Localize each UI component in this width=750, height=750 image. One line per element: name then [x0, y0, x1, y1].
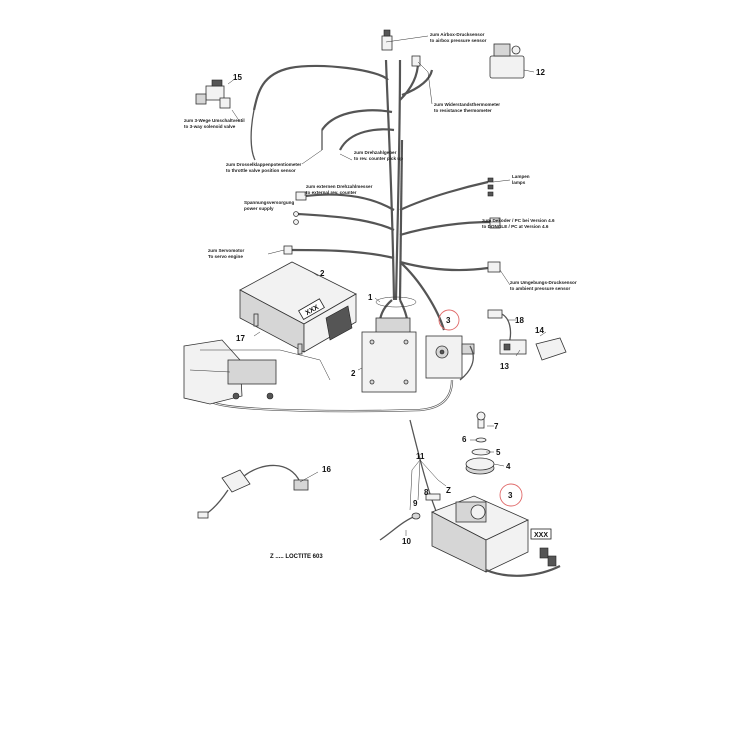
labels: zum Airbox-Drucksensor to airbox pressur… — [184, 32, 577, 291]
central-box-icon — [361, 317, 417, 393]
label-power-de: Spannungsversorgung — [244, 200, 294, 205]
loctite-note: Z ..... LOCTITE 603 — [270, 554, 323, 560]
svg-text:XXX: XXX — [534, 532, 548, 539]
part-number-7: 7 — [494, 422, 499, 431]
label-dongle-en: to DONGLE / PC at Version 4.6 — [482, 224, 549, 229]
servo-assembly-lower — [379, 411, 561, 577]
label-servo-en: To servo engine — [208, 254, 243, 259]
part-number-14: 14 — [535, 326, 544, 335]
xxx-marker-servo: XXX — [530, 528, 552, 540]
label-revpick-de: zum Drehzahlgeber — [354, 150, 397, 155]
solenoid-valve-icon — [195, 77, 237, 109]
part-number-8: 8 — [424, 488, 429, 497]
connectors — [283, 29, 501, 273]
part-number-17: 17 — [236, 334, 245, 343]
z-marker: Z — [446, 486, 451, 495]
part-number-2-box: 2 — [351, 369, 356, 378]
part-number-12: 12 — [536, 68, 545, 77]
part-number-3-upper: 3 — [446, 316, 451, 325]
part-number-10: 10 — [402, 537, 411, 546]
label-revpick-en: to rev. counter pick up — [354, 156, 403, 161]
ecu-unit-icon — [239, 261, 357, 355]
engine-fragment-icon — [183, 339, 331, 405]
servo-motor-icon — [425, 335, 475, 379]
label-airbox-en: to airbox pressure sensor — [430, 38, 487, 43]
part-number-11: 11 — [416, 452, 425, 461]
label-throttle-en: to throttle valve position sensor — [226, 168, 296, 173]
part-numbers: 15 12 2 1 17 2 3 18 14 13 7 6 5 4 11 16 … — [233, 68, 545, 546]
part-number-5: 5 — [496, 448, 501, 457]
label-lamps-en: lamps — [512, 180, 526, 185]
label-extrev-en: to external rev. counter — [306, 190, 357, 195]
part-number-13: 13 — [500, 362, 509, 371]
label-ambient-en: to ambient pressure sensor — [510, 286, 570, 291]
label-resist-de: zum Widerstandsthermometer — [434, 102, 500, 107]
label-power-en: power supply — [244, 206, 274, 211]
bundle-ring-icon — [375, 296, 417, 308]
airbox-sensor-icon — [489, 43, 535, 79]
label-dongle-de: zum Dekoder / PC bei Version 4.6 — [482, 218, 555, 223]
label-resist-en: to resistance thermometer — [434, 108, 492, 113]
highlight-circle-lower — [499, 483, 523, 507]
label-ambient-de: zum Umgebungs-Drucksensor — [510, 280, 577, 285]
label-solenoid-en: to 3-way solenoid valve — [184, 124, 236, 129]
label-servo-de: zum Servomotor — [208, 248, 244, 253]
part-number-4: 4 — [506, 462, 511, 471]
part-number-1: 1 — [368, 293, 373, 302]
part-number-18: 18 — [515, 316, 524, 325]
part-number-3-lower: 3 — [508, 491, 513, 500]
part-number-16: 16 — [322, 465, 331, 474]
part-number-6: 6 — [462, 435, 467, 444]
label-lamps-de: Lampen — [512, 174, 530, 179]
label-solenoid-de: zum 3-Wege Umschaltventil — [184, 118, 245, 123]
part-number-15: 15 — [233, 73, 242, 82]
label-airbox-de: zum Airbox-Drucksensor — [430, 32, 485, 37]
label-throttle-de: zum Drosselklappenpotentiometer — [226, 162, 302, 167]
adapter-cable-icon — [197, 464, 309, 519]
label-extrev-de: zum externen Drehzahlmesser — [306, 184, 373, 189]
highlight-circle-upper — [438, 309, 460, 331]
part-number-2-ecu: 2 — [320, 269, 325, 278]
part-number-9: 9 — [413, 499, 418, 508]
leader-lines — [231, 35, 547, 536]
connector-kit-icon — [459, 309, 567, 381]
